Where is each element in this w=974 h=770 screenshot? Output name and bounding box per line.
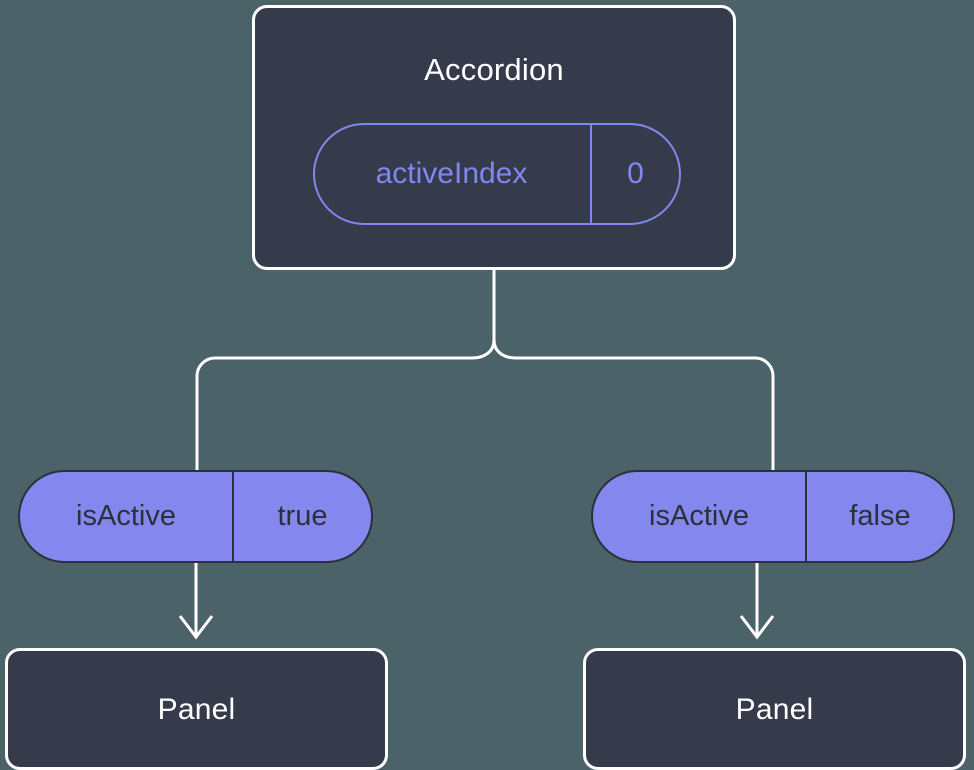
prop-chip-key: isActive (593, 472, 807, 561)
state-chip-key: activeIndex (315, 125, 592, 223)
state-chip-active-index[interactable]: activeIndex 0 (313, 123, 681, 225)
accordion-card-title: Accordion (424, 52, 564, 87)
panel-card-title: Panel (735, 693, 814, 726)
prop-chip-value: true (277, 500, 328, 532)
arrow-head-right (739, 615, 775, 640)
prop-chip-is-active-true[interactable]: isActive true (18, 470, 373, 563)
panel-card-right[interactable]: Panel (583, 648, 966, 770)
prop-chip-value: false (849, 500, 911, 532)
prop-chip-key: isActive (20, 472, 234, 561)
panel-card-left[interactable]: Panel (5, 648, 388, 770)
connector-fillet-right (492, 339, 517, 360)
state-chip-value: 0 (627, 157, 644, 190)
accordion-component-card[interactable]: Accordion activeIndex 0 (252, 5, 736, 270)
connector-branch-left (195, 356, 472, 472)
connector-fillet-left (471, 339, 496, 360)
connector-branch-right (516, 356, 775, 472)
panel-card-title: Panel (157, 693, 236, 726)
arrow-head-left (178, 615, 214, 640)
prop-chip-is-active-false[interactable]: isActive false (591, 470, 955, 563)
